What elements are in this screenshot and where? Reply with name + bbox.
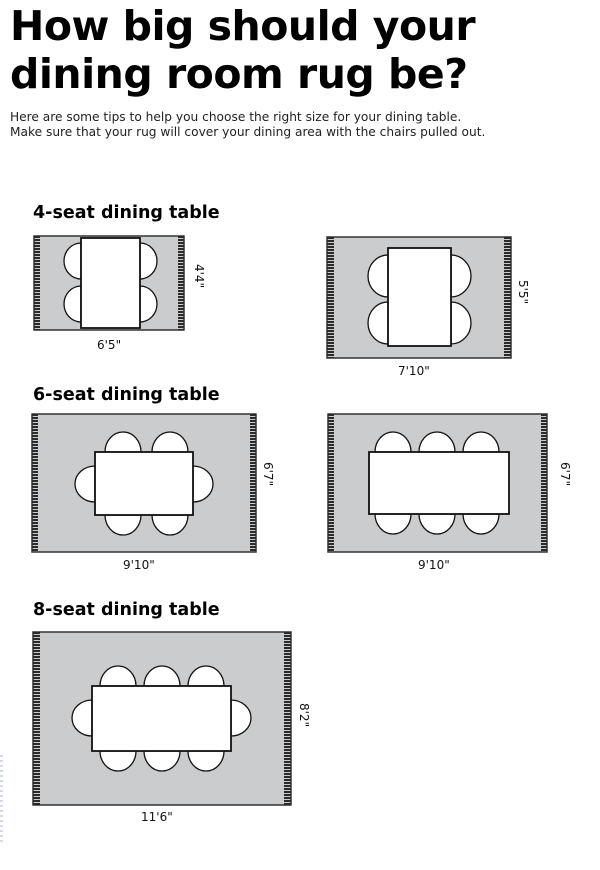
table	[368, 451, 510, 515]
chair	[374, 431, 412, 453]
rug-diagram-6-seat-b	[327, 413, 548, 553]
chair	[139, 242, 158, 280]
rug-fringe-right	[250, 414, 256, 552]
chair	[462, 431, 500, 453]
chair	[151, 514, 189, 536]
rug-illustration	[326, 236, 512, 359]
chair	[450, 301, 472, 345]
intro-text: Here are some tips to help you choose th…	[10, 110, 485, 140]
chair	[71, 699, 93, 737]
intro-line-2: Make sure that your rug will cover your …	[10, 125, 486, 139]
chair	[450, 254, 472, 298]
rug-diagram-4-seat-small	[33, 235, 185, 331]
rug-fringe-right	[284, 632, 291, 805]
chair	[99, 750, 137, 772]
rug-diagram-8-seat	[32, 631, 292, 806]
table	[94, 451, 194, 516]
rug-width-label: 11'6"	[141, 810, 173, 824]
chair	[418, 513, 456, 535]
rug-illustration	[33, 235, 185, 331]
section-heading-4-seat: 4-seat dining table	[33, 203, 220, 223]
chair	[367, 301, 389, 345]
chair	[63, 285, 82, 323]
chair	[104, 514, 142, 536]
page-edge-mark	[0, 755, 3, 845]
chair	[99, 665, 137, 687]
chair	[230, 699, 252, 737]
rug-width-label: 6'5"	[97, 338, 122, 352]
rug-illustration	[327, 413, 548, 553]
rug-height-label: 8'2"	[297, 703, 311, 728]
table	[387, 247, 452, 347]
chair	[63, 242, 82, 280]
chair	[374, 513, 412, 535]
page-title: How big should your dining room rug be?	[10, 2, 476, 98]
rug-illustration	[31, 413, 257, 553]
section-heading-6-seat: 6-seat dining table	[33, 385, 220, 405]
chair	[139, 285, 158, 323]
rug-height-label: 6'7"	[261, 462, 275, 487]
rug-illustration	[32, 631, 292, 806]
chair	[192, 465, 214, 503]
table	[91, 685, 232, 752]
rug-fringe-right	[541, 414, 547, 552]
rug-fringe-right	[504, 237, 511, 358]
title-line-1: How big should your	[10, 2, 476, 50]
section-heading-8-seat: 8-seat dining table	[33, 600, 220, 620]
chair	[104, 431, 142, 453]
chair	[187, 665, 225, 687]
rug-fringe-left	[327, 237, 334, 358]
chair	[143, 750, 181, 772]
rug-fringe-left	[33, 632, 40, 805]
rug-width-label: 9'10"	[418, 558, 450, 572]
intro-line-1: Here are some tips to help you choose th…	[10, 110, 462, 124]
rug-height-label: 4'4"	[192, 264, 206, 289]
chair	[367, 254, 389, 298]
title-line-2: dining room rug be?	[10, 50, 468, 98]
rug-height-label: 5'5"	[516, 280, 530, 305]
rug-height-label: 6'7"	[558, 462, 572, 487]
rug-diagram-6-seat-a	[31, 413, 257, 553]
chair	[74, 465, 96, 503]
chair	[462, 513, 500, 535]
chair	[187, 750, 225, 772]
rug-fringe-right	[178, 236, 184, 330]
rug-fringe-left	[34, 236, 40, 330]
rug-width-label: 9'10"	[123, 558, 155, 572]
chair	[151, 431, 189, 453]
rug-diagram-4-seat-large	[326, 236, 512, 359]
rug-fringe-left	[32, 414, 38, 552]
chair	[418, 431, 456, 453]
chair	[143, 665, 181, 687]
rug-width-label: 7'10"	[398, 364, 430, 378]
table	[80, 237, 141, 329]
rug-fringe-left	[328, 414, 334, 552]
